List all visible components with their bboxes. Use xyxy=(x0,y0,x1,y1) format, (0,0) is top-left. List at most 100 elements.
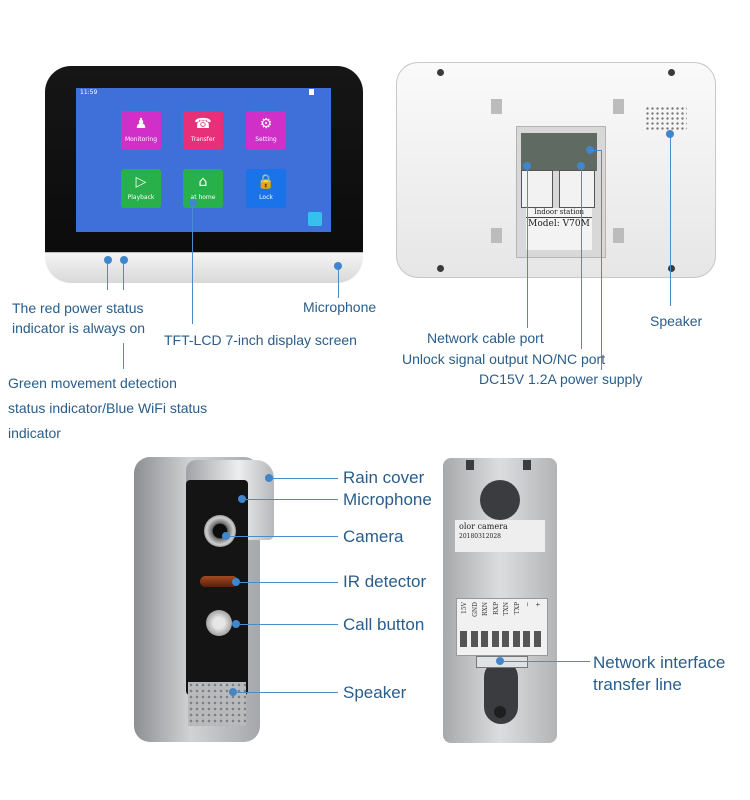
home-icon: ⌂ xyxy=(198,174,208,190)
terminal-screw xyxy=(512,631,520,647)
mic-line xyxy=(338,270,339,298)
mount-slot xyxy=(613,99,624,114)
screen-corner-button[interactable] xyxy=(308,212,322,226)
speaker-outdoor-line xyxy=(237,692,338,693)
screen-tile-label: Lock xyxy=(259,194,273,201)
label-microphone-outdoor: Microphone xyxy=(343,490,432,509)
screen-tile-transfer[interactable]: ☎Transfer xyxy=(183,111,223,150)
screen-status-icon xyxy=(309,89,314,95)
rain-cover-line xyxy=(272,478,338,479)
camera-lens xyxy=(204,515,236,547)
lock-icon: 🔒 xyxy=(257,174,275,190)
camera-line xyxy=(230,536,338,537)
call-marker xyxy=(232,620,240,628)
sticker-line1: Indoor station xyxy=(526,208,592,218)
back-label-line1: olor camera xyxy=(459,522,508,531)
mic-outdoor-marker xyxy=(238,495,246,503)
monitor-chin xyxy=(45,252,363,283)
terminal-port xyxy=(559,170,595,208)
ir-sensor xyxy=(200,576,238,587)
mic-outdoor-line xyxy=(246,499,338,500)
terminal-label: 15V xyxy=(461,602,468,614)
terminal-screw xyxy=(470,631,478,647)
mount-slot xyxy=(491,228,502,243)
speaker-marker xyxy=(666,130,674,138)
screen-tile-label: at home xyxy=(190,194,216,201)
label-unlock-port: Unlock signal output NO/NC port xyxy=(402,351,606,367)
screen-tile-setting[interactable]: ⚙Setting xyxy=(246,111,286,150)
screen-tile-monitoring[interactable]: ♟Monitoring xyxy=(121,111,161,150)
power-port-hline xyxy=(590,150,601,151)
label-rain-cover: Rain cover xyxy=(343,468,425,487)
red-led-marker xyxy=(104,256,112,264)
label-network-port: Network cable port xyxy=(427,330,544,346)
call-line xyxy=(240,624,338,625)
screen-tile-label: Setting xyxy=(255,136,277,143)
terminal-screw xyxy=(491,631,499,647)
terminal-screw xyxy=(523,631,530,647)
label-call-button: Call button xyxy=(343,615,425,634)
terminal-label: TXN xyxy=(503,602,510,616)
back-slot-top xyxy=(466,460,474,470)
unlock-port-marker xyxy=(577,162,585,170)
mic-marker xyxy=(334,262,342,270)
network-line-marker xyxy=(496,657,504,665)
back-slot-top xyxy=(523,460,531,470)
back-label: olor camera 20180312028 xyxy=(455,520,545,552)
terminal-label: RXP xyxy=(492,602,500,615)
power-port-line xyxy=(601,150,602,370)
terminal-screw xyxy=(533,631,541,647)
ir-marker xyxy=(232,578,240,586)
label-ir: IR detector xyxy=(343,572,427,591)
call-button[interactable] xyxy=(206,610,232,636)
screw xyxy=(668,265,675,272)
terminal-label: + xyxy=(534,602,542,608)
label-microphone-front: Microphone xyxy=(303,299,377,315)
mount-slot xyxy=(491,99,502,114)
mount-slot xyxy=(613,228,624,243)
screen-tile-playback[interactable]: ▷ Playback xyxy=(121,169,161,208)
label-green-led: Green movement detection status indicato… xyxy=(8,375,208,441)
screen-tile-label: Monitoring xyxy=(124,136,158,143)
label-camera: Camera xyxy=(343,527,404,546)
screen-tile-label: Transfer xyxy=(190,136,216,143)
screen-clock: 11:59 xyxy=(80,89,98,96)
label-power: DC15V 1.2A power supply xyxy=(479,371,643,387)
green-led-marker xyxy=(120,256,128,264)
display-line xyxy=(192,206,193,324)
play-icon: ▷ xyxy=(135,174,147,190)
terminal-label: − xyxy=(524,602,531,608)
label-speaker-back: Speaker xyxy=(650,313,703,329)
model-sticker: Indoor station Model: V70M xyxy=(526,208,592,250)
label-speaker-outdoor: Speaker xyxy=(343,683,407,702)
back-bottom-hole xyxy=(494,706,506,718)
label-red-led: The red power status indicator is always… xyxy=(12,300,146,336)
screen-tile-label: Playback xyxy=(127,194,155,201)
label-network-transfer: Network interface transfer line xyxy=(593,653,726,694)
screen-tile-at-home[interactable]: ⌂ at home xyxy=(183,169,223,208)
terminal-label: RXN xyxy=(482,602,489,617)
network-port-marker xyxy=(523,162,531,170)
terminal-screw xyxy=(502,631,509,647)
screw xyxy=(668,69,675,76)
terminal-label: TXP xyxy=(513,602,521,615)
outdoor-speaker-grill xyxy=(188,682,246,726)
red-led-line xyxy=(107,264,108,290)
speaker-grille xyxy=(645,106,687,132)
monitor-screen xyxy=(76,88,331,232)
sticker-line2: Model: V70M xyxy=(528,219,590,229)
camera-marker xyxy=(222,532,230,540)
unlock-port-line xyxy=(581,170,582,349)
rain-cover-marker xyxy=(265,474,273,482)
green-led-line-a xyxy=(123,264,124,290)
terminal-screw xyxy=(460,631,467,647)
speaker-outdoor-marker xyxy=(229,688,237,696)
screen-tile-lock[interactable]: 🔒 Lock xyxy=(246,169,286,208)
back-cavity xyxy=(480,480,520,520)
network-transfer-line xyxy=(504,661,590,662)
ir-line xyxy=(240,582,338,583)
green-led-line-b xyxy=(123,343,124,369)
outdoor-face xyxy=(186,480,248,695)
display-marker xyxy=(189,199,197,207)
